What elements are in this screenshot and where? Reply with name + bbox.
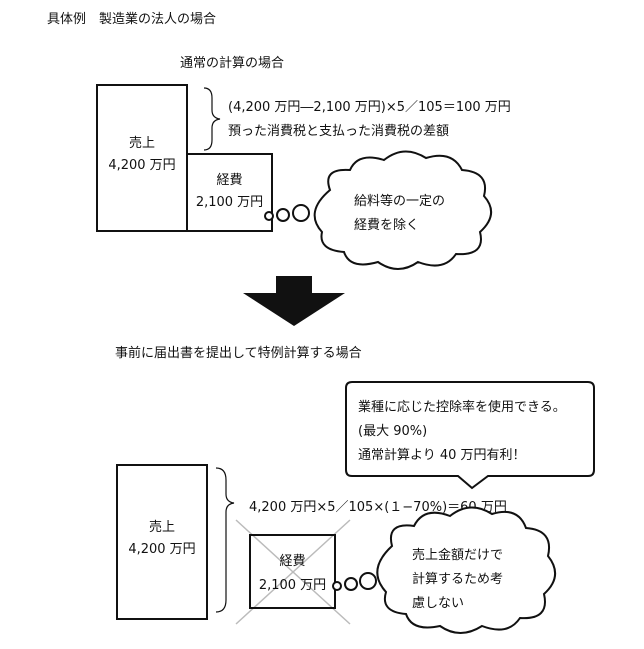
expense-amount-1: 2,100 万円 <box>195 195 264 210</box>
callout-line3: 通常計算より 40 万円有利！ <box>358 448 526 463</box>
thought-dot-small-2 <box>332 581 342 591</box>
sales-label-1: 売上 <box>128 136 155 151</box>
formula-1: (4,200 万円―2,100 万円)×5／105＝100 万円 <box>228 100 511 115</box>
section2-title: 事前に届出書を提出して特例計算する場合 <box>115 346 362 361</box>
cloud-2-line1: 売上金額だけで <box>412 548 504 563</box>
callout-line2: (最大 90%) <box>358 424 428 439</box>
expense-amount-2: 2,100 万円 <box>258 578 327 593</box>
callout-line1: 業種に応じた控除率を使用できる。 <box>358 400 566 415</box>
cloud-1-line2: 経費を除く <box>354 218 420 233</box>
sales-amount-2: 4,200 万円 <box>128 542 196 557</box>
expense-label-1: 経費 <box>216 173 243 188</box>
callout-box <box>345 381 595 490</box>
brace-2 <box>215 467 235 613</box>
sales-amount-1: 4,200 万円 <box>108 158 176 173</box>
formula-2: 4,200 万円×5／105×(１−70%)＝60 万円 <box>249 500 507 515</box>
page-heading: 具体例 製造業の法人の場合 <box>47 12 217 27</box>
expense-box-1: 経費 2,100 万円 <box>186 153 273 232</box>
brace-1 <box>203 87 221 151</box>
sales-box-1: 売上 4,200 万円 <box>96 84 188 232</box>
cloud-1-line1: 給料等の一定の <box>354 194 446 209</box>
thought-dot-large-1 <box>292 204 310 222</box>
cross-line-b <box>235 519 351 625</box>
cloud-2-line2: 計算するため考 <box>412 572 504 587</box>
down-arrow <box>243 276 345 326</box>
thought-dot-small-1 <box>264 211 274 221</box>
cloud-2 <box>376 506 556 634</box>
cloud-2-line3: 慮しない <box>412 596 465 611</box>
thought-dot-medium-2 <box>344 577 358 591</box>
sales-box-2: 売上 4,200 万円 <box>116 464 208 620</box>
formula-note-1: 預った消費税と支払った消費税の差額 <box>228 124 450 139</box>
sales-label-2: 売上 <box>148 520 175 535</box>
expense-box-2 <box>249 534 336 609</box>
cloud-1 <box>313 150 492 270</box>
section1-title: 通常の計算の場合 <box>180 56 285 71</box>
expense-label-2: 経費 <box>279 554 306 569</box>
thought-dot-large-2 <box>359 572 377 590</box>
thought-dot-medium-1 <box>276 208 290 222</box>
